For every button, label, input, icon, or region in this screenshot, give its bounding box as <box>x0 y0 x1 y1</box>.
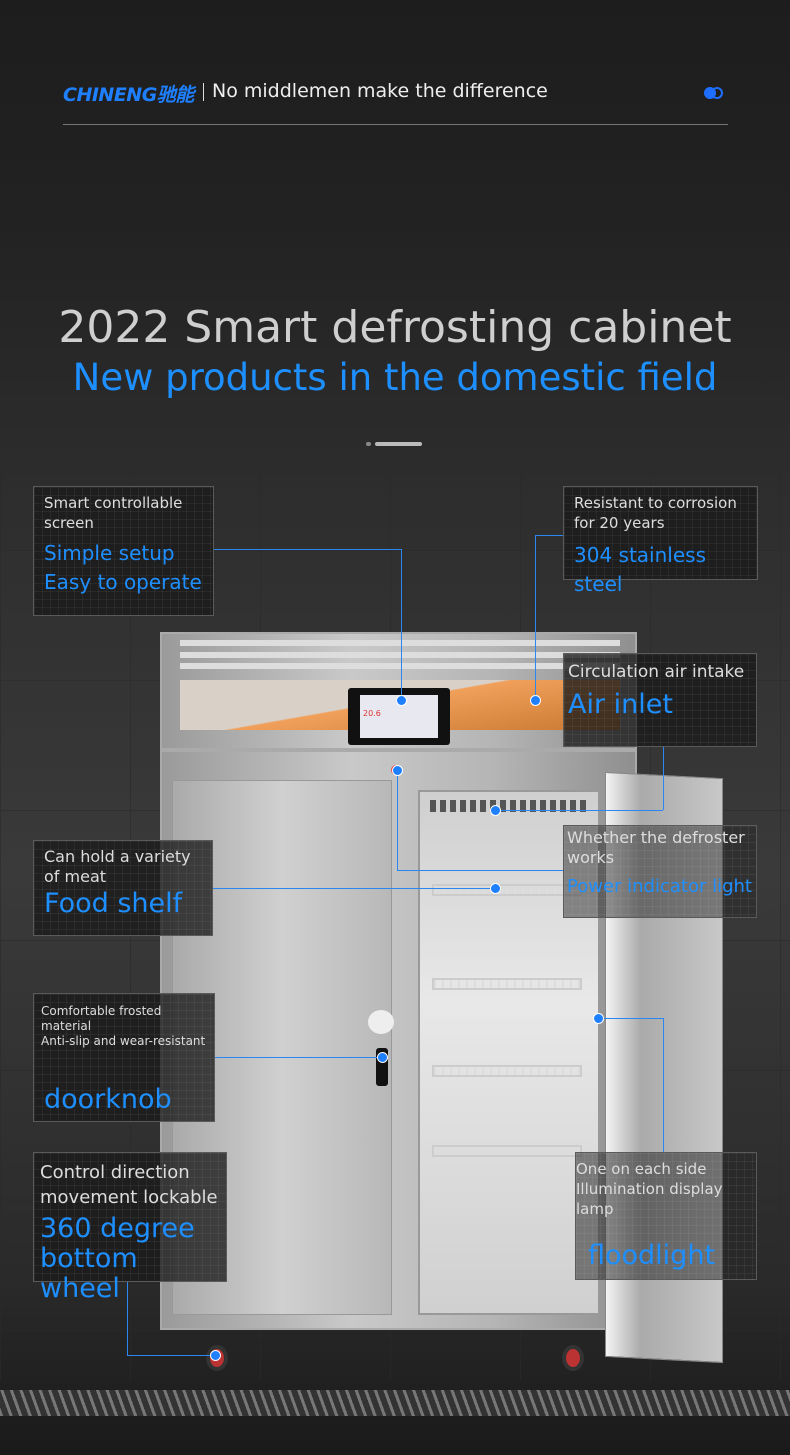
callout-power-light: Whether the defroster works Power indica… <box>563 825 757 918</box>
floor-grate <box>0 1390 790 1416</box>
callout-feature: Easy to operate <box>44 570 202 594</box>
header-rule <box>63 124 728 125</box>
callout-air-inlet: Circulation air intake Air inlet <box>563 653 757 747</box>
callout-screen: Smart controllable screen Simple setup E… <box>33 486 214 616</box>
divider <box>203 83 204 101</box>
callout-note: Can hold a variety of meat <box>44 847 191 886</box>
wheel <box>562 1345 584 1371</box>
callout-feature: Food shelf <box>44 888 183 919</box>
callout-feature: Power indicator light <box>567 876 752 897</box>
callout-feature: 304 stainless steel <box>574 543 706 596</box>
callout-doorknob: Comfortable frosted material Anti-slip a… <box>33 993 215 1122</box>
section-dash <box>366 442 422 446</box>
callout-note: Anti-slip and wear-resistant <box>41 1034 206 1048</box>
callout-steel: Resistant to corrosion for 20 years 304 … <box>563 486 758 596</box>
callout-note: Resistant to corrosion for 20 years <box>574 494 737 532</box>
callout-feature: bottom wheel <box>40 1243 138 1304</box>
callout-note: One on each side <box>576 1160 707 1178</box>
hero-title: 2022 Smart defrosting cabinet <box>58 302 732 353</box>
callout-feature: Simple setup <box>44 541 175 565</box>
callout-feature: floodlight <box>588 1240 716 1271</box>
toggle-icon <box>704 87 724 99</box>
callout-feature: 360 degree <box>40 1213 195 1244</box>
callout-note: Illumination display lamp <box>576 1180 723 1218</box>
callout-note: Smart controllable screen <box>44 494 183 532</box>
callout-feature: doorknob <box>44 1084 172 1115</box>
tagline: No middlemen make the difference <box>212 80 548 102</box>
callout-note: Control direction movement lockable <box>40 1162 218 1208</box>
callout-wheel: Control direction movement lockable 360 … <box>33 1152 227 1304</box>
callout-note: Whether the defroster works <box>567 828 745 867</box>
callout-note: Circulation air intake <box>568 662 745 682</box>
callout-food-shelf: Can hold a variety of meat Food shelf <box>33 840 213 936</box>
callout-floodlight: One on each side Illumination display la… <box>575 1152 757 1280</box>
callout-note: Comfortable frosted material <box>41 1004 162 1033</box>
hero-subtitle: New products in the domestic field <box>72 356 718 399</box>
brand-logo: CHINENG驰能 <box>63 84 194 106</box>
callout-feature: Air inlet <box>568 689 673 720</box>
